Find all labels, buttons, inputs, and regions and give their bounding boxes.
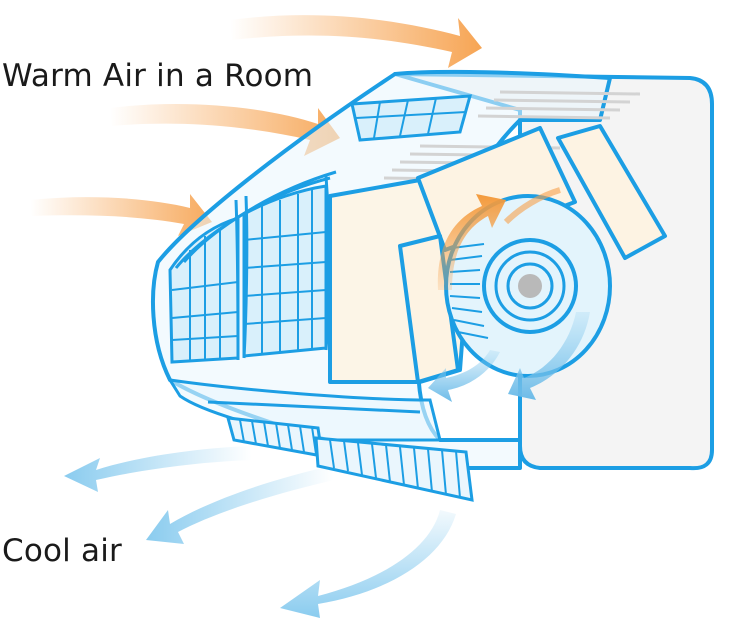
- heat-exchanger: [328, 124, 667, 384]
- louvers: [225, 416, 474, 502]
- warm-air-arrows: [30, 15, 482, 236]
- louver-right-slats: [329, 439, 461, 499]
- filter-panel-top: [350, 94, 473, 142]
- filter-panel-right: [242, 184, 328, 358]
- lower-body: [167, 378, 442, 442]
- fan-cool-arrow-right: [508, 312, 590, 400]
- fan-hub: [518, 274, 542, 298]
- fan-warm-arrow: [437, 194, 506, 290]
- cool-arrow-bottom: [280, 510, 456, 618]
- exchanger-panel-top: [416, 126, 577, 252]
- filter-mesh: [171, 97, 467, 360]
- louver-right: [314, 436, 474, 502]
- warm-arrow-bottom: [30, 194, 212, 236]
- fan-airflow: [428, 187, 590, 402]
- warm-arrow-top: [230, 15, 482, 68]
- fan-drum: [444, 194, 612, 378]
- exchanger-panel-right: [556, 124, 667, 260]
- warm-air-label: Warm Air in a Room: [2, 58, 314, 94]
- cool-air-label: Cool air: [2, 533, 122, 569]
- fan-warm-top-arrow: [503, 187, 561, 225]
- fan-ring-middle: [494, 250, 566, 322]
- warm-arrow-middle: [110, 103, 340, 156]
- cool-air-arrows: [64, 446, 456, 618]
- cool-arrow-middle: [146, 466, 334, 544]
- cool-arrow-left: [64, 446, 252, 492]
- fan-cool-arrow-left: [428, 350, 500, 402]
